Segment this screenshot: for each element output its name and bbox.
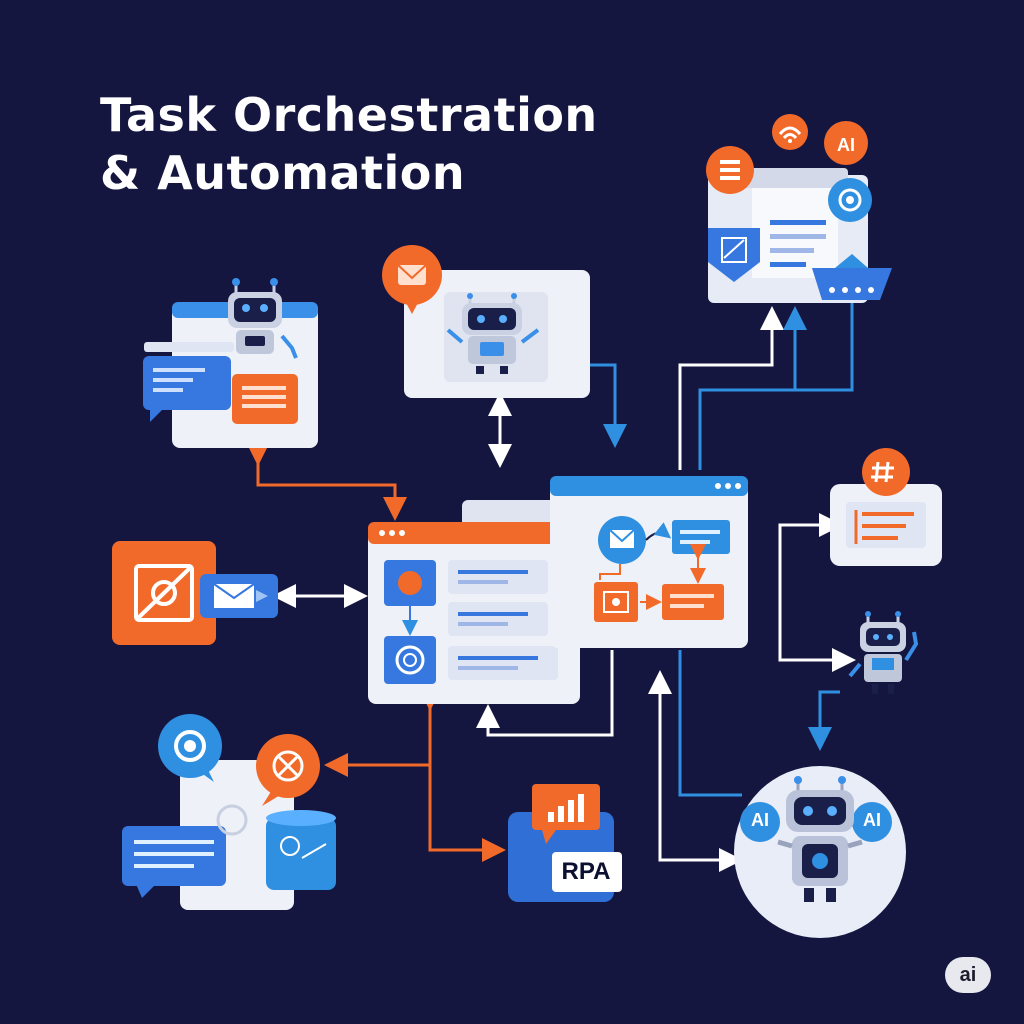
title-line-2: & Automation [100, 146, 466, 200]
settings-bubble-icon [158, 714, 222, 782]
ai-badge-icon: AI [824, 121, 868, 165]
wifi-badge-icon [772, 114, 808, 150]
email-badge-icon [382, 245, 442, 314]
mail-node-icon [598, 516, 646, 564]
title-line-1: Task Orchestration [100, 88, 598, 142]
ai-left-badge [740, 802, 780, 842]
shield-document-icon [708, 228, 760, 282]
hashtag-badge-icon [862, 448, 910, 496]
gear-node-icon [384, 636, 436, 684]
bar-chart-icon [532, 784, 600, 844]
robot-icon [777, 776, 863, 902]
message-bubble-icon [232, 374, 298, 424]
image-email-tile[interactable] [112, 541, 278, 645]
image-node-icon [594, 582, 638, 622]
list-badge-icon [706, 146, 754, 194]
ai-right-label: AI [863, 810, 881, 830]
settings-badge-icon [828, 178, 872, 222]
ai-right-badge [852, 802, 892, 842]
robot-email-card[interactable] [382, 245, 590, 398]
notification-window-cluster[interactable]: AI [706, 114, 892, 303]
robot-icon [446, 293, 540, 374]
mail-icon [200, 574, 278, 618]
ai-watermark-badge: ai [945, 957, 991, 993]
list-card[interactable] [830, 448, 942, 566]
blocked-bubble-icon [256, 734, 320, 806]
svg-text:AI: AI [837, 135, 855, 155]
chat-robot-card[interactable] [143, 278, 318, 448]
tray-icon [812, 254, 892, 300]
analytics-card[interactable] [122, 714, 336, 910]
rpa-card[interactable] [508, 784, 622, 902]
process-window[interactable] [550, 476, 748, 648]
rpa-label: RPA [561, 858, 611, 885]
chat-bubble-icon [143, 356, 231, 422]
ai-robot-hub[interactable] [734, 766, 906, 938]
chat-bubble-icon [122, 826, 226, 898]
workflow-window[interactable] [368, 500, 580, 704]
page-title: Task Orchestration & Automation [100, 86, 598, 202]
ai-left-label: AI [751, 810, 769, 830]
small-robot-icon [848, 611, 919, 694]
robot-icon [228, 278, 298, 359]
badge-node-icon [384, 560, 436, 606]
database-icon [266, 810, 336, 890]
connector-lines [246, 300, 856, 872]
